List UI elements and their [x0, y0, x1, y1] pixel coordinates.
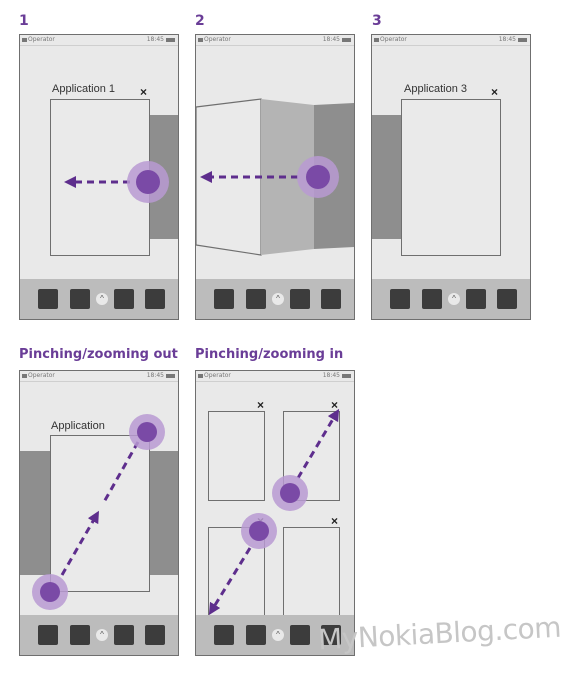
middle-app-panel	[261, 99, 314, 255]
touch-point-icon	[32, 574, 68, 610]
app-thumbnail[interactable]	[208, 411, 265, 501]
app-title: Application 3	[404, 83, 467, 95]
pinch-in-arrow	[296, 408, 340, 479]
operator-text: Operator	[204, 372, 231, 379]
dock-key[interactable]	[466, 289, 486, 309]
touch-point-icon	[272, 475, 308, 511]
chevron-up-icon[interactable]: ^	[448, 293, 460, 305]
chevron-up-icon[interactable]: ^	[272, 629, 284, 641]
dock: ^	[20, 279, 178, 319]
next-app-edge	[150, 451, 178, 575]
dock-key[interactable]	[290, 289, 310, 309]
app-card[interactable]	[401, 99, 501, 256]
status-bar: Operator 18:45	[196, 35, 354, 46]
previous-app-edge	[372, 115, 402, 239]
status-bar: Operator 18:45	[20, 35, 178, 46]
dock-key[interactable]	[145, 289, 165, 309]
previous-app-edge	[20, 451, 50, 575]
operator-text: Operator	[28, 36, 55, 43]
dock-key[interactable]	[497, 289, 517, 309]
dock-key[interactable]	[114, 625, 134, 645]
step-2-label: 2	[195, 13, 205, 29]
dock-key[interactable]	[214, 625, 234, 645]
app-title: Application	[51, 420, 105, 432]
close-icon[interactable]: ×	[491, 85, 499, 99]
clock-text: 18:45	[322, 372, 340, 379]
dock-key[interactable]	[422, 289, 442, 309]
clock-text: 18:45	[498, 36, 516, 43]
status-bar: Operator 18:45	[372, 35, 530, 46]
dock: ^	[20, 615, 178, 655]
clock-text: 18:45	[146, 36, 164, 43]
dock-key[interactable]	[145, 625, 165, 645]
status-bar: Operator 18:45	[196, 371, 354, 382]
touch-point-icon	[241, 513, 277, 549]
signal-icon	[374, 38, 379, 42]
dock: ^	[196, 279, 354, 319]
pinch-in-label: Pinching/zooming in	[195, 347, 344, 362]
dock-key[interactable]	[246, 625, 266, 645]
battery-icon	[166, 38, 175, 42]
step-3-label: 3	[372, 13, 382, 29]
chevron-up-icon[interactable]: ^	[96, 293, 108, 305]
app-title: Application 1	[52, 83, 115, 95]
dock-key[interactable]	[214, 289, 234, 309]
dock-key[interactable]	[321, 289, 341, 309]
battery-icon	[166, 374, 175, 378]
touch-point-icon	[297, 156, 339, 198]
battery-icon	[518, 38, 527, 42]
signal-icon	[198, 374, 203, 378]
phone-swipe-step-3: Operator 18:45 Application 3 × ^	[371, 34, 531, 320]
operator-text: Operator	[28, 372, 55, 379]
signal-icon	[198, 38, 203, 42]
app-thumbnail[interactable]	[283, 527, 340, 617]
dock-key[interactable]	[38, 289, 58, 309]
status-bar: Operator 18:45	[20, 371, 178, 382]
dock-key[interactable]	[70, 625, 90, 645]
touch-point-icon	[129, 414, 165, 450]
dock-key[interactable]	[114, 289, 134, 309]
operator-text: Operator	[380, 36, 407, 43]
close-icon[interactable]: ×	[331, 514, 339, 528]
signal-icon	[22, 374, 27, 378]
pinch-out-arrow	[60, 510, 99, 576]
close-icon[interactable]: ×	[257, 398, 265, 412]
dock-key[interactable]	[246, 289, 266, 309]
close-icon[interactable]: ×	[331, 398, 339, 412]
clock-text: 18:45	[322, 36, 340, 43]
dock-key[interactable]	[390, 289, 410, 309]
dock-key[interactable]	[38, 625, 58, 645]
app-card[interactable]	[50, 435, 150, 592]
chevron-up-icon[interactable]: ^	[96, 629, 108, 641]
pinch-in-arrow	[208, 547, 252, 616]
dock-key[interactable]	[70, 289, 90, 309]
operator-text: Operator	[204, 36, 231, 43]
chevron-up-icon[interactable]: ^	[272, 293, 284, 305]
battery-icon	[342, 374, 351, 378]
pinch-out-arrow	[102, 441, 140, 503]
close-icon[interactable]: ×	[140, 85, 148, 99]
dock-key[interactable]	[290, 625, 310, 645]
battery-icon	[342, 38, 351, 42]
step-1-label: 1	[19, 13, 29, 29]
dock: ^	[196, 615, 354, 655]
pinch-out-label: Pinching/zooming out	[19, 347, 178, 362]
touch-point-icon	[127, 161, 169, 203]
dock-key[interactable]	[321, 625, 341, 645]
clock-text: 18:45	[146, 372, 164, 379]
dock: ^	[372, 279, 530, 319]
signal-icon	[22, 38, 27, 42]
